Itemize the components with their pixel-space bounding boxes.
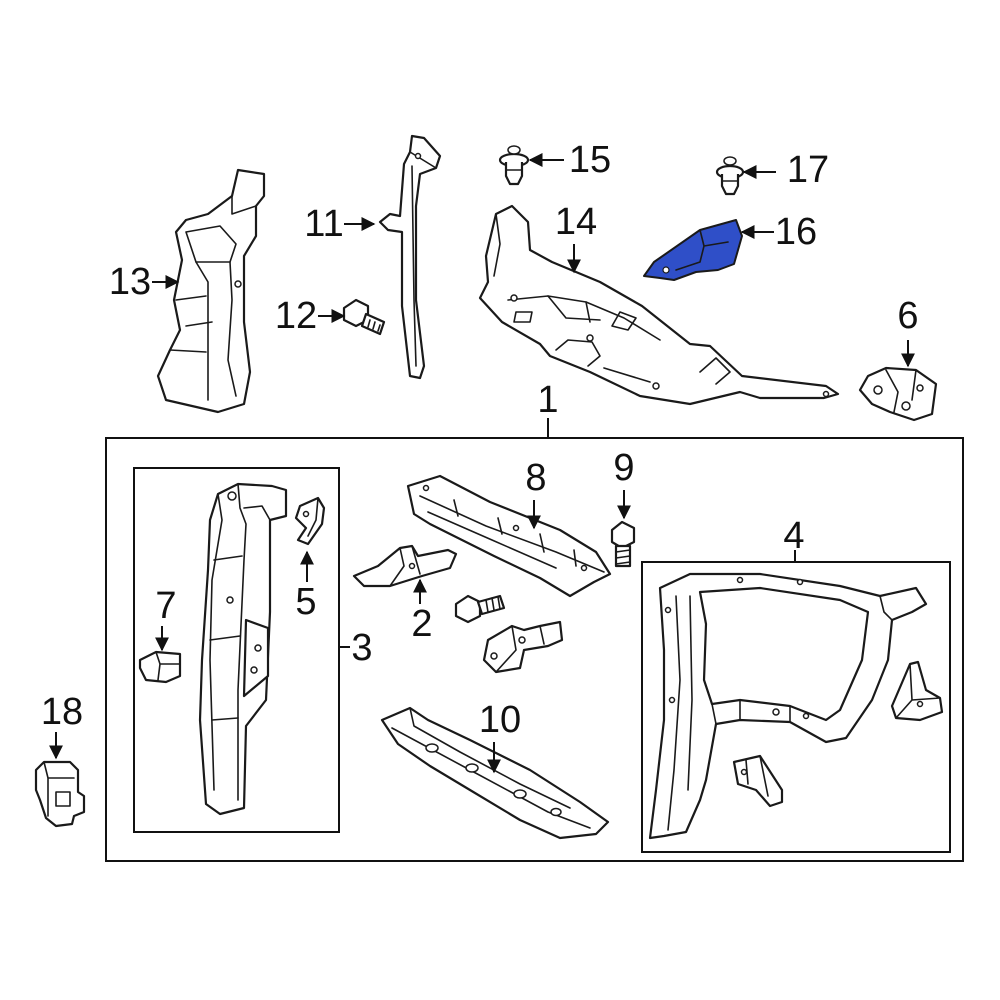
part-4-side-frame[interactable] (648, 572, 928, 840)
sub-box-3 (133, 467, 340, 833)
callout-15: 15 (569, 139, 611, 181)
callout-12: 12 (275, 295, 317, 337)
part-12-bolt[interactable] (342, 298, 386, 336)
part-3-side-support[interactable] (198, 482, 288, 816)
callout-16: 16 (775, 211, 817, 253)
callout-14: 14 (555, 201, 597, 243)
callout-1: 1 (537, 379, 558, 421)
part-13-deflector[interactable] (156, 168, 266, 414)
part-7-bracket[interactable] (138, 650, 182, 684)
part-15-clip[interactable] (498, 145, 530, 186)
callout-18: 18 (41, 691, 83, 733)
assembly-box-1 (105, 437, 964, 862)
part-16-cover-highlighted[interactable] (643, 219, 743, 281)
callout-13: 13 (109, 261, 151, 303)
part-bracket-bottom[interactable] (732, 754, 784, 808)
part-5-bracket[interactable] (294, 496, 326, 546)
callout-10: 10 (479, 699, 521, 741)
part-18-sensor[interactable] (34, 760, 86, 828)
callout-6: 6 (897, 295, 918, 337)
part-bolt-small[interactable] (454, 594, 506, 624)
part-6-bracket[interactable] (858, 366, 938, 422)
callout-3: 3 (351, 627, 372, 669)
callout-5: 5 (295, 581, 316, 623)
part-14-sight-shield[interactable] (478, 204, 840, 406)
part-9-bolt[interactable] (610, 520, 636, 568)
part-17-clip[interactable] (715, 156, 745, 196)
callout-17: 17 (787, 149, 829, 191)
callout-9: 9 (613, 447, 634, 489)
part-bracket-right[interactable] (890, 660, 944, 722)
part-11-brace[interactable] (378, 134, 442, 380)
callout-11: 11 (304, 203, 343, 245)
callout-2: 2 (411, 603, 432, 645)
callout-4: 4 (783, 515, 804, 557)
part-8-upper-crossmember[interactable] (406, 474, 612, 598)
part-2-bracket[interactable] (352, 544, 458, 588)
callout-7: 7 (155, 585, 176, 627)
callout-8: 8 (525, 457, 546, 499)
part-bracket-lower[interactable] (482, 620, 564, 674)
